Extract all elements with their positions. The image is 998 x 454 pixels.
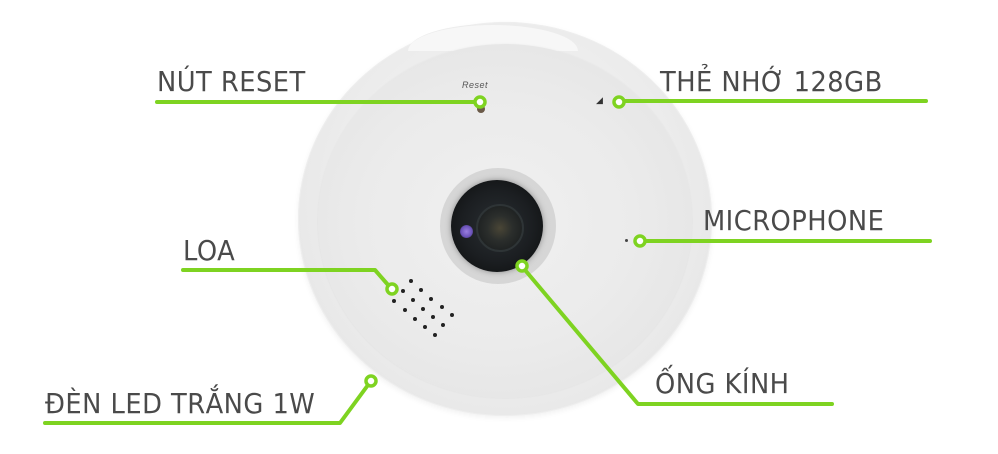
lens-inner-element [476,204,524,252]
node-microphone [633,234,647,248]
lens-glare [460,225,473,238]
node-led [364,374,378,388]
sd-card-icon: ◢ [596,96,603,106]
microphone-hole [625,239,628,242]
leader-speaker [181,268,391,288]
grille-dot [411,298,415,302]
label-reset-button: NÚT RESET [157,65,306,98]
label-led-light: ĐÈN LED TRẮNG 1W [45,387,316,420]
grille-dot [423,325,427,329]
label-lens: ỐNG KÍNH [655,367,790,400]
grille-dot [450,313,454,317]
reset-imprint: Reset [462,80,489,90]
grille-dot [392,299,396,303]
grille-dot [440,305,444,309]
grille-dot [433,333,437,337]
label-microphone: MICROPHONE [703,204,885,237]
grille-dot [413,317,417,321]
grille-dot [431,315,435,319]
reset-button-hole [477,105,485,113]
node-memory [612,95,626,109]
grille-dot [403,308,407,312]
grille-dot [421,307,425,311]
leader-lens [523,268,834,406]
grille-dot [401,289,405,293]
node-speaker [385,282,399,296]
label-memory-card: THẺ NHỚ 128GB [660,65,883,98]
grille-dot [419,288,423,292]
leader-led [43,383,370,425]
node-reset [473,95,487,109]
label-speaker: LOA [183,234,236,267]
node-lens [515,259,529,273]
grille-dot [409,279,413,283]
grille-dot [441,323,445,327]
grille-dot [429,297,433,301]
